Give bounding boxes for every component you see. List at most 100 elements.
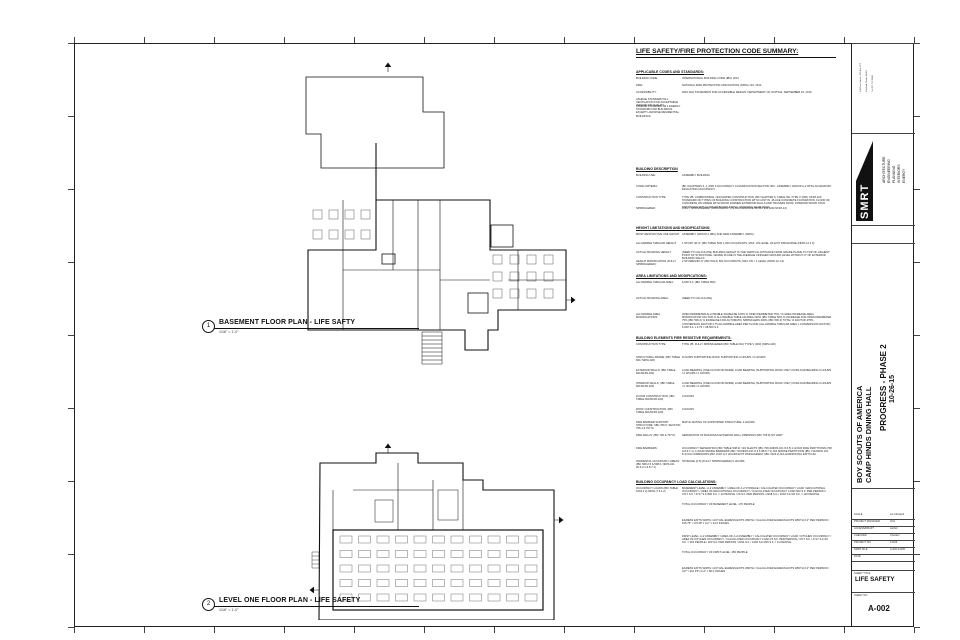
project-subtitle: CAMP HINDS DINING HALL xyxy=(864,386,873,483)
frame-tick xyxy=(68,481,74,482)
code-row-value: STORAGE (0.5) (FULLY SPRINKLERED) 0 HOUR… xyxy=(682,460,745,463)
level-one-title-rule xyxy=(214,606,419,607)
sheet-title-label: SHEET TITLE xyxy=(854,572,871,575)
dining-table-mark xyxy=(524,593,538,602)
dining-table-mark xyxy=(469,579,482,587)
dining-table-mark xyxy=(358,550,371,558)
floor-plans-drawing xyxy=(305,62,576,620)
dining-table-mark xyxy=(450,564,464,573)
code-row-value: 0 HOURS xyxy=(682,395,694,398)
code-section-heading: HEIGHT LIMITATIONS AND MODIFICATIONS: xyxy=(636,226,711,230)
code-section-heading: AREA LIMITATIONS AND MODIFICATIONS: xyxy=(636,274,707,278)
code-row-label: INTERIOR WALLS: (IBC TABLE 601/NFPA 220) xyxy=(636,382,675,389)
dining-table-mark xyxy=(487,550,501,558)
phase-date: 10-26-15 xyxy=(889,374,896,403)
frame-ticks-bottom xyxy=(74,627,915,633)
level-one-plan-number: 2 xyxy=(202,598,215,611)
frame-tick xyxy=(914,262,920,263)
code-row-value: OCCUPANCY SEPARATION (IBC TABLE 508.4): … xyxy=(682,447,832,457)
code-row-label: BUILDING USE: xyxy=(636,174,656,177)
firm-logo-text: SMRT xyxy=(859,183,871,219)
code-row-value: EGRESS EXITS WIDTH / ACTUAL EGRESS EXITS… xyxy=(682,519,829,526)
frame-tick xyxy=(914,627,920,628)
table-mark xyxy=(509,271,520,282)
dining-table-mark xyxy=(469,550,482,558)
title-field-value: As indicated xyxy=(890,513,905,516)
frame-tick xyxy=(634,37,635,43)
dining-table-mark xyxy=(339,579,353,587)
code-row-label: BUILDING CODE: xyxy=(636,77,658,80)
frame-tick xyxy=(68,116,74,117)
frame-tick xyxy=(68,627,74,628)
dining-table-mark xyxy=(450,535,464,544)
dining-table-mark xyxy=(524,564,538,573)
table-mark xyxy=(344,229,355,240)
code-row-value: FIRST LEVEL: A-2 ASSEMBLY / AREA OF A-2 … xyxy=(682,535,832,545)
frame-tick xyxy=(774,37,775,43)
frame-tick xyxy=(68,262,74,263)
egress-arrow xyxy=(309,586,319,594)
table-mark xyxy=(509,288,520,299)
title-field-label: PROJECT NO. xyxy=(854,541,872,544)
dining-table-mark xyxy=(432,535,445,544)
dining-table-mark xyxy=(376,593,390,602)
code-row-label: FIRE BARRIER SUPPORT STRUCTURE: (IBC 706… xyxy=(636,421,681,431)
dining-hall xyxy=(332,529,544,611)
dining-table-mark xyxy=(506,593,519,602)
title-field-value: JCH xyxy=(890,520,896,523)
dining-table-mark xyxy=(358,535,371,544)
dining-table-mark xyxy=(450,593,464,602)
code-row-label: CONSTRUCTION TYPE: xyxy=(636,343,667,346)
level-one-plan-title: LEVEL ONE FLOOR PLAN - LIFE SAFETY xyxy=(219,597,361,604)
frame-tick xyxy=(74,37,75,43)
table-mark xyxy=(543,254,554,265)
code-row-value: 2 STORIES/60'-0" (IBC 504.2) 500 OCCUPAN… xyxy=(682,260,784,263)
frame-tick xyxy=(914,481,920,482)
frame-ticks-left xyxy=(68,43,74,628)
frame-ticks-right xyxy=(914,43,920,628)
dining-table-mark xyxy=(506,564,519,573)
dining-table-mark xyxy=(395,593,408,602)
title-field-value: Checker xyxy=(890,534,900,537)
dining-table-mark xyxy=(506,579,519,587)
table-mark xyxy=(360,209,371,220)
code-row-label: HEIGHT MODIFICATION (FULLY SPRINKLERED): xyxy=(636,260,676,267)
table-mark xyxy=(509,254,520,265)
code-row-label: ASHRAE STANDARD 62.1 VENTILATION FOR ACC… xyxy=(636,98,679,108)
code-row-label: FIRE: xyxy=(636,84,643,87)
code-row-label: FIRE WALLS: (IBC 706 & 707.6): xyxy=(636,434,676,437)
code-row-value: TYPE VB: COMBUSTIBLE, NON-RATED CONSTRUC… xyxy=(682,196,830,209)
code-row-value: 6,000 S.F. (IBC TABLE 503) xyxy=(682,281,716,284)
code-row-label: STRUCTURAL FRAME: (IBC TABLE 601/ NFPA 2… xyxy=(636,356,680,363)
title-field-value: 14165 xyxy=(890,541,898,544)
code-row-label: ASHRAE STANDARD 90.1 ENERGY STANDARD FOR… xyxy=(636,105,681,118)
dining-table-mark xyxy=(450,550,464,558)
firm-discipline: INTERIORS xyxy=(897,164,901,183)
frame-tick xyxy=(914,43,920,44)
dining-table-mark xyxy=(358,579,371,587)
code-row-value: FLOORS SUPPORTING ROOF SUPPORTING 0 HOUR… xyxy=(682,356,766,359)
code-row-value: TOTAL OCCUPANCY OF FIRST LEVEL: 450 PEOP… xyxy=(682,551,748,554)
frame-tick xyxy=(914,408,920,409)
dining-table-mark xyxy=(506,550,519,558)
firm-logo-mark xyxy=(856,141,873,181)
dining-table-mark xyxy=(487,593,501,602)
dining-table-mark xyxy=(432,579,445,587)
frame-tick xyxy=(144,627,145,633)
dining-hall-tables xyxy=(339,535,538,602)
dining-table-mark xyxy=(487,535,501,544)
basement-plan-number: 1 xyxy=(202,320,215,333)
frame-tick xyxy=(774,627,775,633)
frame-tick xyxy=(704,37,705,43)
sheet-border xyxy=(74,43,914,627)
code-row-label: ACCESSIBILITY: xyxy=(636,91,657,94)
egress-arrow xyxy=(566,296,576,304)
code-section-heading: APPLICABLE CODES AND STANDARDS: xyxy=(636,70,705,74)
frame-tick xyxy=(284,37,285,43)
code-row-value: INTERNATIONAL BUILDING CODE (IBC) 2012 xyxy=(682,77,739,80)
firm-discipline: ENERGY xyxy=(902,168,906,183)
frame-tick xyxy=(634,627,635,633)
dining-table-mark xyxy=(395,535,408,544)
code-title-rule xyxy=(636,57,836,58)
firm-discipline: ENGINEERING xyxy=(887,159,891,183)
